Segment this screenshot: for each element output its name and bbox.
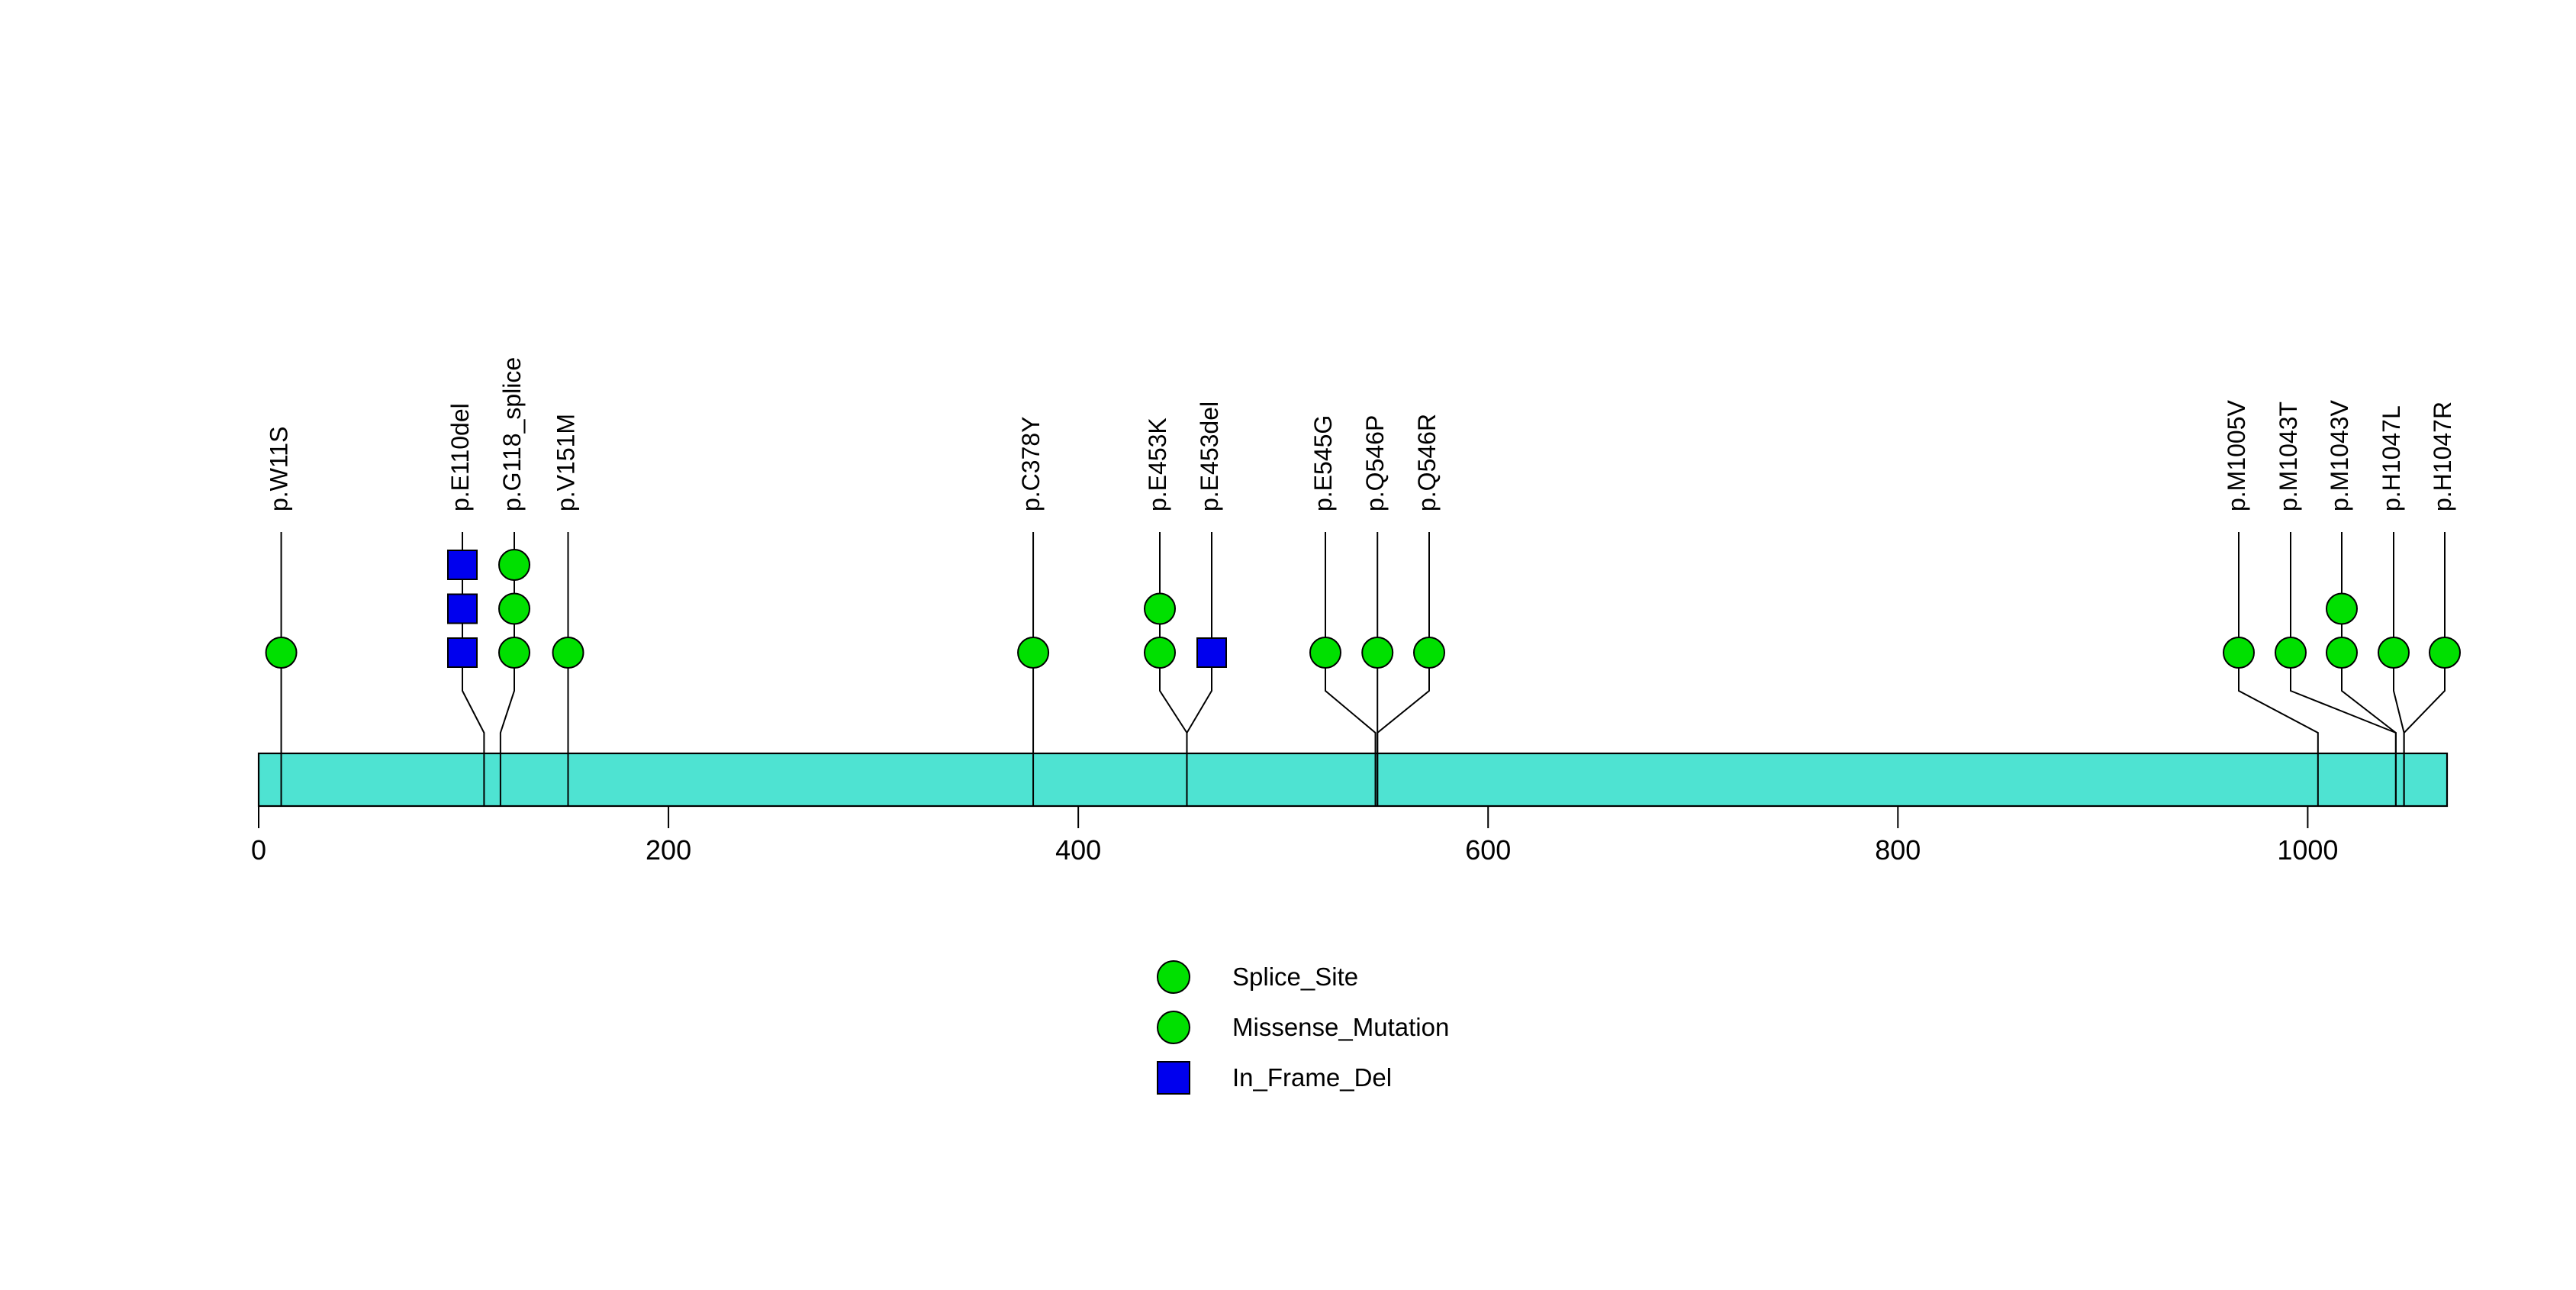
legend-item-in-frame-del: In_Frame_Del [1157,1053,1449,1103]
mutation-marker-circle [1144,592,1176,625]
mutation-label: p.C378Y [1017,416,1045,511]
in-frame-del-marker-icon [1157,1061,1190,1095]
mutation-label: p.W11S [266,427,293,511]
mutation-marker-circle [2326,592,2358,625]
missense-mutation-marker-icon [1157,1011,1190,1044]
mutation-marker-circle [498,637,530,669]
mutation-marker-square [447,593,478,624]
mutation-marker-circle [1309,637,1341,669]
axis-tick: 800 [1875,806,1921,866]
mutation-marker-square [447,550,478,580]
axis-tick: 400 [1055,806,1101,866]
lollipop-p.E110del: p.E110del [446,403,485,806]
mutation-marker-circle [2429,637,2461,669]
mutation-label: p.G118_splice [498,357,526,511]
mutation-label: p.Q546R [1413,414,1441,511]
lollipop-p.V151M: p.V151M [552,414,584,806]
splice-site-marker-icon [1157,960,1190,994]
lollipop-stem [2403,532,2446,806]
mutation-label: p.Q546P [1361,415,1389,511]
lollipop-stem [1325,532,1377,806]
mutation-label: p.M1005V [2223,399,2250,511]
mutation-label: p.E545G [1309,415,1337,511]
mutation-label: p.V151M [552,414,579,511]
axis-tick: 600 [1465,806,1511,866]
lollipop-p.W11S: p.W11S [265,427,298,806]
axis-tick-label: 400 [1055,834,1101,866]
axis-tick-label: 0 [251,834,266,866]
mutation-marker-circle [2378,637,2410,669]
lollipop-p.M1005V: p.M1005V [2223,399,2319,806]
legend-label-missense-mutation: Missense_Mutation [1232,1013,1450,1041]
axis-tick: 200 [646,806,691,866]
mutation-label: p.E453del [1196,402,1223,511]
mutation-marker-square [447,637,478,668]
axis-tick: 0 [251,806,266,866]
mutation-label: p.M1043T [2275,402,2302,511]
lollipop-p.E453del: p.E453del [1186,402,1227,806]
mutation-label: p.E453K [1144,418,1171,511]
mutation-marker-square [1196,637,1227,668]
mutation-label: p.H1047L [2378,405,2405,511]
lollipop-p.M1043V: p.M1043V [2326,399,2397,806]
axis-tick: 1000 [2277,806,2338,866]
lollipop-p.M1043T: p.M1043T [2275,402,2397,806]
protein-bar [257,752,2449,808]
mutation-marker-circle [1144,637,1176,669]
lollipop-p.Q546P: p.Q546P [1361,415,1394,806]
mutation-marker-circle [265,637,298,669]
mutation-label: p.E110del [446,403,474,511]
mutation-marker-circle [1017,637,1050,669]
lollipop-p.H1047R: p.H1047R [2403,402,2461,806]
lollipop-stem [1186,532,1212,806]
axis-tick-label: 200 [646,834,691,866]
mutation-label: p.M1043V [2326,399,2353,511]
legend-item-splice-site: Splice_Site [1157,952,1449,1002]
lollipop-p.Q546R: p.Q546R [1377,414,1445,806]
lollipop-p.E453K: p.E453K [1144,418,1188,806]
lollipop-stem [2238,532,2319,806]
legend: Splice_Site Missense_Mutation In_Frame_D… [1157,952,1449,1103]
mutation-marker-circle [1413,637,1445,669]
lollipop-p.E545G: p.E545G [1309,415,1377,806]
lollipop-p.G118_splice: p.G118_splice [498,357,530,806]
lollipop-stem [1377,532,1430,806]
mutation-marker-circle [2223,637,2255,669]
legend-label-splice-site: Splice_Site [1232,963,1359,991]
mutation-marker-circle [498,592,530,625]
legend-label-in-frame-del: In_Frame_Del [1232,1063,1393,1092]
axis-tick-label: 1000 [2277,834,2338,866]
axis-tick-label: 600 [1465,834,1511,866]
mutation-marker-circle [498,549,530,581]
lollipop-p.C378Y: p.C378Y [1017,416,1050,806]
mutation-marker-circle [552,637,584,669]
legend-item-missense-mutation: Missense_Mutation [1157,1002,1449,1053]
mutation-label: p.H1047R [2429,402,2456,511]
mutation-marker-circle [2326,637,2358,669]
mutation-marker-circle [2275,637,2307,669]
mutation-marker-circle [1361,637,1394,669]
axis-tick-label: 800 [1875,834,1921,866]
